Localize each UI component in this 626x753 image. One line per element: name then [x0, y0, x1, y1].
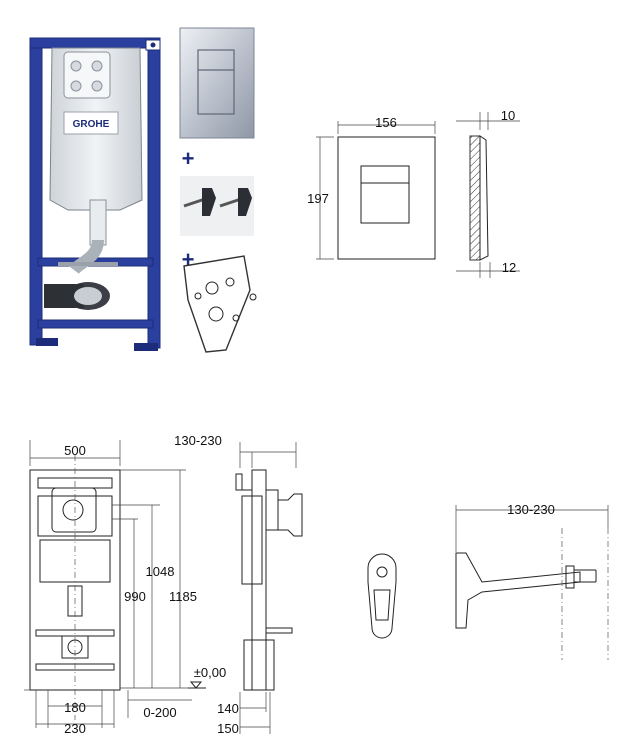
plate-width-label: 156	[375, 115, 397, 130]
depth-range-label: 130-230	[174, 433, 222, 448]
flush-plate-photo	[179, 27, 255, 139]
bracket-range-label: 130-230	[507, 502, 555, 517]
plate-depth-bottom-label: 12	[502, 260, 516, 275]
adjust-range-label: 0-200	[143, 705, 176, 720]
spacing-230-label: 230	[64, 721, 86, 736]
wall-hanger-photo	[180, 176, 254, 236]
frame-height-1048-label: 1048	[146, 564, 175, 579]
frame-height-990-label: 990	[124, 589, 146, 604]
plus-sign: +	[182, 146, 195, 171]
plate-side-view	[456, 112, 520, 278]
insulation-pad-drawing	[183, 255, 257, 353]
frame-width-label: 500	[64, 443, 86, 458]
side-150-label: 150	[217, 721, 239, 736]
plate-height-label: 197	[307, 191, 329, 206]
brand-label: GROHE	[73, 119, 110, 130]
frame-front-drawing	[24, 440, 206, 728]
frame-product-illustration: GROHE	[29, 37, 161, 351]
spacing-180-label: 180	[64, 700, 86, 715]
bracket-front-view	[367, 553, 397, 639]
side-140-label: 140	[217, 701, 239, 716]
floor-level-label: ±0,00	[194, 665, 226, 680]
frame-side-drawing	[235, 442, 303, 734]
bracket-side-view	[455, 505, 609, 660]
frame-height-1185-label: 1185	[169, 589, 197, 604]
plate-front-view	[316, 121, 436, 260]
plate-depth-top-label: 10	[501, 108, 515, 123]
